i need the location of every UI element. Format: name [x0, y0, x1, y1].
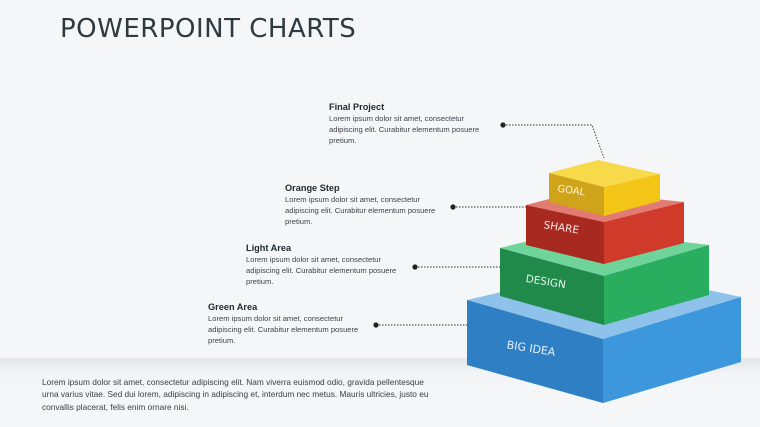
page-title: POWERPOINT CHARTS [60, 14, 357, 44]
note-orange-step: Orange Step Lorem ipsum dolor sit amet, … [285, 182, 485, 227]
footer-text: Lorem ipsum dolor sit amet, consectetur … [42, 377, 429, 412]
svg-text:GOAL: GOAL [557, 184, 587, 199]
connector-final-project [503, 124, 605, 159]
svg-text:SHARE: SHARE [543, 219, 580, 236]
note-text: Lorem ipsum dolor sit amet, consectetur … [329, 114, 480, 145]
note-text: Lorem ipsum dolor sit amet, consectetur … [208, 314, 359, 345]
note-light-area: Light Area Lorem ipsum dolor sit amet, c… [246, 242, 446, 287]
note-heading: Final Project [329, 102, 385, 112]
note-green-area: Green Area Lorem ipsum dolor sit amet, c… [208, 301, 408, 346]
note-heading: Orange Step [285, 183, 340, 193]
note-final-project: Final Project Lorem ipsum dolor sit amet… [329, 101, 529, 146]
note-heading: Light Area [246, 243, 292, 253]
pyramid-level-goal: GOAL [549, 160, 660, 216]
note-heading: Green Area [208, 302, 258, 312]
note-text: Lorem ipsum dolor sit amet, consectetur … [285, 195, 436, 226]
note-text: Lorem ipsum dolor sit amet, consectetur … [246, 255, 397, 286]
